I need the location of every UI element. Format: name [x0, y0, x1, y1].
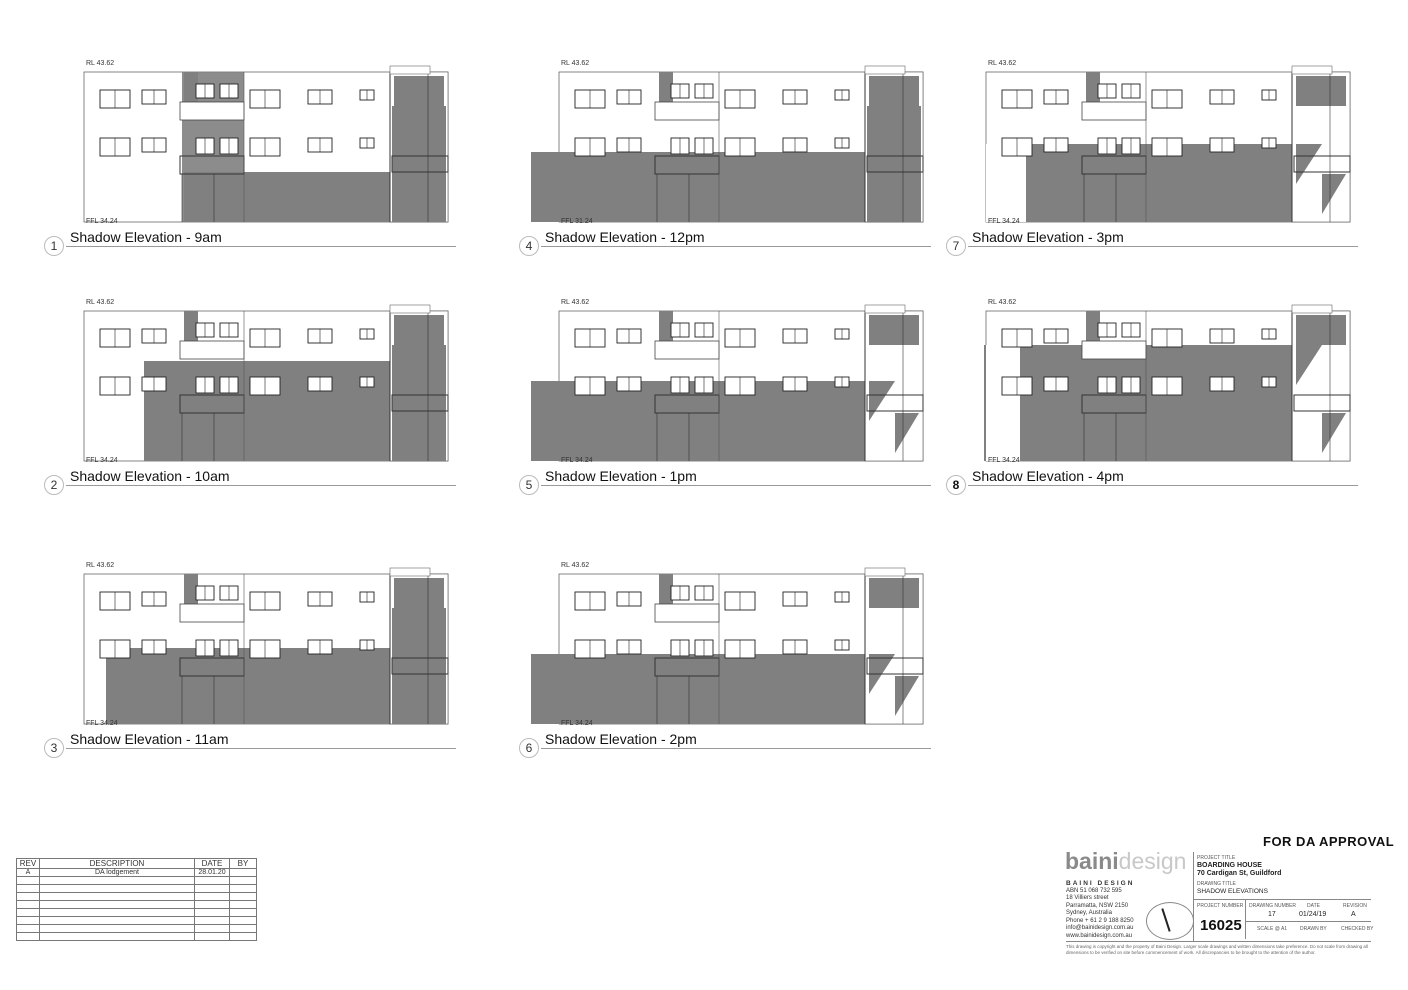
ffl-level-label: FFL 34.24: [86, 218, 118, 225]
ffl-level-label: FFL 34.24: [561, 457, 593, 464]
north-arrow-icon: [1146, 902, 1194, 940]
title-underline: [968, 246, 1358, 247]
description-header: DESCRIPTION: [39, 858, 195, 869]
panel-title: Shadow Elevation - 3pm: [972, 229, 1124, 245]
drawing-number-badge: 1: [44, 236, 64, 256]
rl-level-label: RL 43.62: [561, 299, 590, 306]
date-header: DATE: [194, 858, 230, 869]
panel-title: Shadow Elevation - 4pm: [972, 468, 1124, 484]
ffl-level-label: FFL 31.24: [561, 218, 593, 225]
project-address: 70 Cardigan St, Guildford: [1197, 870, 1282, 877]
panel-title: Shadow Elevation - 2pm: [545, 731, 697, 747]
ffl-level-label: FFL 34.24: [86, 720, 118, 727]
building-elevation: [83, 65, 449, 223]
building-elevation: [531, 304, 924, 462]
ffl-level-label: FFL 34.24: [86, 457, 118, 464]
drawing-number-badge: 7: [946, 236, 966, 256]
rl-level-label: RL 43.62: [86, 60, 115, 67]
rev-header: REV: [16, 858, 40, 869]
drawing-number-badge: 4: [519, 236, 539, 256]
project-number: 16025: [1200, 917, 1242, 934]
building-elevation: [83, 567, 449, 725]
drawing-number-badge: 5: [519, 475, 539, 495]
ffl-level-label: FFL 34.24: [561, 720, 593, 727]
panel-title: Shadow Elevation - 11am: [70, 731, 229, 747]
building-elevation: [985, 65, 1351, 223]
building-elevation: [984, 304, 1351, 462]
company-details: BAINI DESIGN ABN 51 068 732 595 18 Villi…: [1066, 880, 1135, 939]
building-elevation: [83, 304, 449, 462]
panel-title: Shadow Elevation - 9am: [70, 229, 222, 245]
rl-level-label: RL 43.62: [988, 299, 1017, 306]
title-underline: [541, 485, 931, 486]
rl-level-label: RL 43.62: [86, 299, 115, 306]
drawing-date: 01/24/19: [1299, 911, 1327, 918]
building-elevation: [531, 65, 924, 223]
drawing-number: 17: [1268, 911, 1276, 918]
project-title: BOARDING HOUSE: [1197, 862, 1262, 869]
title-underline: [541, 748, 931, 749]
title-underline: [66, 246, 456, 247]
drawing-number-badge: 8: [946, 475, 966, 495]
rl-level-label: RL 43.62: [86, 562, 115, 569]
title-underline: [541, 246, 931, 247]
title-underline: [66, 748, 456, 749]
ffl-level-label: FFL 34.24: [988, 218, 1020, 225]
by-header: BY: [229, 858, 257, 869]
title-underline: [66, 485, 456, 486]
drawing-number-badge: 3: [44, 738, 64, 758]
approval-status: FOR DA APPROVAL: [1263, 834, 1395, 849]
drawing-number-badge: 6: [519, 738, 539, 758]
rl-level-label: RL 43.62: [561, 60, 590, 67]
drawing-title: SHADOW ELEVATIONS: [1197, 888, 1268, 895]
revision-value: A: [1351, 911, 1356, 918]
panel-title: Shadow Elevation - 1pm: [545, 468, 697, 484]
ffl-level-label: FFL 34.24: [988, 457, 1020, 464]
drawing-number-badge: 2: [44, 475, 64, 495]
panel-title: Shadow Elevation - 12pm: [545, 229, 705, 245]
company-logo: bainidesign: [1065, 848, 1187, 874]
panel-title: Shadow Elevation - 10am: [70, 468, 230, 484]
building-elevation: [531, 567, 924, 725]
title-underline: [968, 485, 1358, 486]
rl-level-label: RL 43.62: [988, 60, 1017, 67]
disclaimer: This drawing is copyright and the proper…: [1066, 944, 1368, 955]
revision-table: REV DESCRIPTION DATE BY A DA lodgement 2…: [16, 858, 257, 941]
rl-level-label: RL 43.62: [561, 562, 590, 569]
table-row: A DA lodgement 28.01.20: [16, 868, 257, 877]
